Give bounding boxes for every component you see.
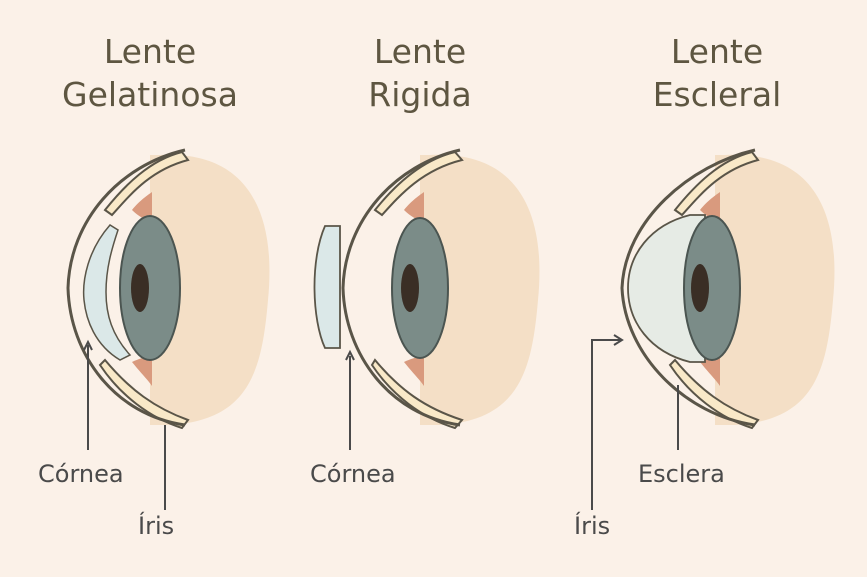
title-rigida-line1: Lente [373, 32, 467, 71]
title-escleral: Lente Escleral [587, 30, 847, 116]
flesh-top [132, 192, 152, 222]
pointer-cornea-arrow [83, 339, 93, 351]
lower-eyelid [98, 358, 190, 430]
title-escleral-line1: Lente [670, 32, 764, 71]
title-rigida: Lente Rigida [290, 30, 550, 116]
title-escleral-line2: Escleral [652, 75, 782, 114]
scleral-lens [627, 214, 706, 363]
label-iris-escleral: Íris [574, 512, 611, 540]
flesh-bottom [700, 356, 720, 386]
label-esclera-escleral: Esclera [638, 460, 725, 488]
soft-lens [82, 224, 132, 361]
upper-eyelid [673, 150, 760, 217]
pupil [131, 264, 149, 312]
label-iris-gelatinosa: Íris [138, 512, 175, 540]
eye-skin-bg [715, 154, 835, 426]
cornea-outline [620, 148, 756, 427]
flesh-bottom [132, 356, 152, 386]
pupil [401, 264, 419, 312]
label-cornea-gelatinosa: Córnea [38, 460, 124, 488]
rigid-lens [313, 225, 341, 349]
cornea-outline [66, 148, 186, 427]
iris [119, 215, 181, 361]
cornea-outline [341, 148, 461, 427]
pointer-iris-arrow [613, 334, 624, 346]
eye-rigida [313, 148, 540, 450]
flesh-bottom [404, 356, 424, 386]
label-cornea-rigida: Córnea [310, 460, 396, 488]
iris [391, 217, 449, 359]
eye-skin-bg [420, 154, 540, 426]
eye-escleral [591, 148, 835, 510]
upper-eyelid [373, 150, 464, 217]
flesh-top [404, 192, 424, 222]
pointer-iris [591, 339, 622, 510]
pointer-cornea-arrow [345, 349, 355, 361]
title-gelatinosa-line2: Gelatinosa [62, 75, 238, 114]
lower-eyelid [668, 358, 760, 430]
iris [683, 215, 741, 361]
title-gelatinosa: Lente Gelatinosa [20, 30, 280, 116]
pupil [691, 264, 709, 312]
title-gelatinosa-line1: Lente [103, 32, 197, 71]
upper-eyelid [103, 150, 190, 217]
flesh-top [700, 192, 720, 222]
title-rigida-line2: Rigida [368, 75, 472, 114]
eye-gelatinosa [66, 148, 270, 510]
lower-eyelid [370, 358, 464, 430]
eye-skin-bg [150, 154, 270, 426]
